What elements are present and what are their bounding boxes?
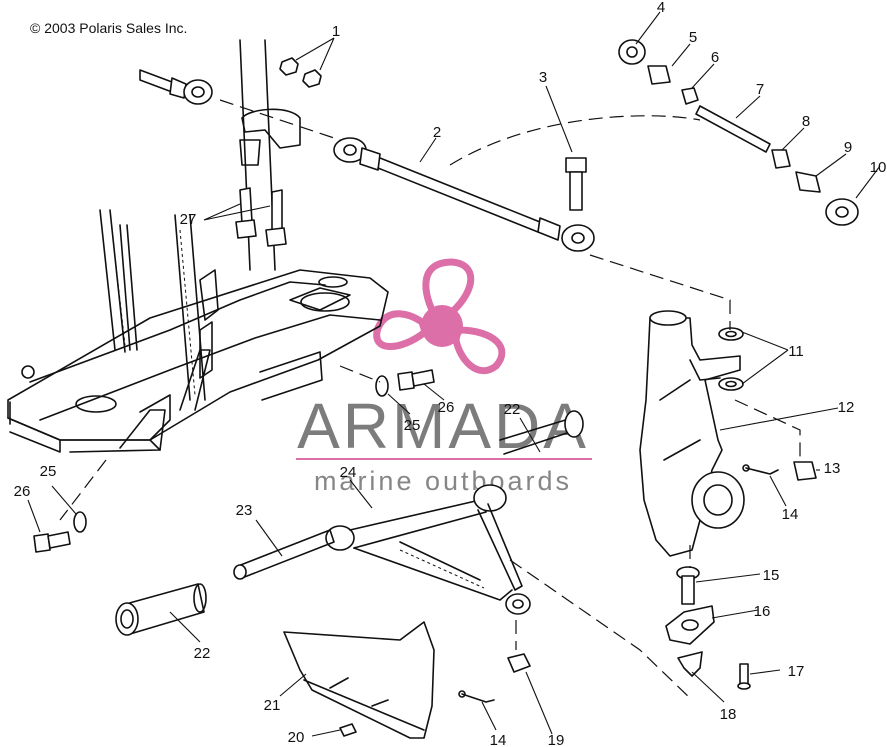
callout-13: 13	[824, 460, 841, 477]
callout-26-center: 26	[438, 399, 455, 416]
bushing-22	[115, 583, 207, 636]
bolt	[565, 157, 587, 211]
assembly-lines	[59, 99, 801, 701]
copyright-notice: © 2003 Polaris Sales Inc.	[30, 20, 188, 36]
castle-nut	[793, 461, 817, 481]
tie-rod-assembly	[333, 137, 595, 252]
callout-17: 17	[788, 663, 805, 680]
adjuster-sleeve	[695, 105, 771, 153]
a-arm-guard	[283, 621, 435, 739]
washer-25-center	[375, 375, 389, 397]
steering-knuckle	[639, 310, 745, 557]
watermark-tagline: marine outboards	[314, 466, 572, 496]
callout-23: 23	[236, 502, 253, 519]
callout-10: 10	[870, 159, 887, 176]
nut-19	[507, 653, 531, 673]
callout-26-left: 26	[14, 483, 31, 500]
callout-2: 2	[433, 124, 441, 141]
callout-19: 19	[548, 732, 565, 747]
callout-3: 3	[539, 69, 547, 86]
tube-23	[233, 529, 335, 580]
watermark-name: ARMADA	[297, 390, 589, 462]
propeller-icon	[373, 258, 506, 375]
callout-9: 9	[844, 139, 852, 156]
bolt-pair	[235, 187, 287, 247]
nut-pair	[279, 57, 322, 88]
callout-15: 15	[763, 567, 780, 584]
callout-7: 7	[756, 81, 764, 98]
outer-rod-end	[825, 198, 859, 226]
callout-25-center: 25	[404, 417, 421, 434]
leader-lines	[27, 11, 881, 737]
callout-18: 18	[720, 706, 737, 723]
jam-nut	[647, 65, 671, 85]
callout-27: 27	[180, 211, 197, 228]
callout-6: 6	[711, 49, 719, 66]
boot	[795, 171, 821, 193]
callout-21: 21	[264, 697, 281, 714]
frame-assembly	[7, 39, 389, 453]
callout-5: 5	[689, 29, 697, 46]
callout-1: 1	[332, 23, 340, 40]
rod-end	[618, 39, 646, 65]
screw-20	[339, 723, 357, 737]
outer-tie-rod-components	[618, 39, 859, 226]
washer-pair	[718, 327, 744, 391]
inner-tie-rod-end	[139, 69, 213, 105]
bolt-26-center	[397, 369, 435, 391]
callout-22-lower: 22	[194, 645, 211, 662]
plate-16	[665, 605, 715, 645]
callout-22-upper: 22	[504, 401, 521, 418]
callout-20: 20	[288, 729, 305, 746]
bolt-15	[676, 566, 700, 605]
bolt-26-left	[33, 531, 71, 553]
callout-14-bottom: 14	[490, 732, 507, 747]
callout-12: 12	[838, 399, 855, 416]
boot-18	[677, 651, 703, 677]
lower-a-arm	[325, 484, 531, 615]
washer-25-left	[73, 511, 87, 533]
pin-17	[737, 663, 751, 690]
nut	[681, 87, 699, 105]
jam-nut-2	[771, 149, 791, 169]
sleeve-upper	[499, 410, 584, 455]
cotter-pin-bottom	[458, 690, 495, 703]
watermark-logo: ARMADA marine outboards	[296, 258, 592, 496]
callout-16: 16	[754, 603, 771, 620]
callout-14: 14	[782, 506, 799, 523]
callout-8: 8	[802, 113, 810, 130]
callout-24: 24	[340, 464, 357, 481]
callout-11: 11	[788, 343, 804, 360]
callout-25-left: 25	[40, 463, 57, 480]
callout-labels: 1 2 3 4 5 6 7 8 9 10 11 12 13 14 15 16 1…	[14, 0, 887, 747]
cotter-pin	[742, 464, 779, 475]
callout-4: 4	[657, 0, 665, 16]
